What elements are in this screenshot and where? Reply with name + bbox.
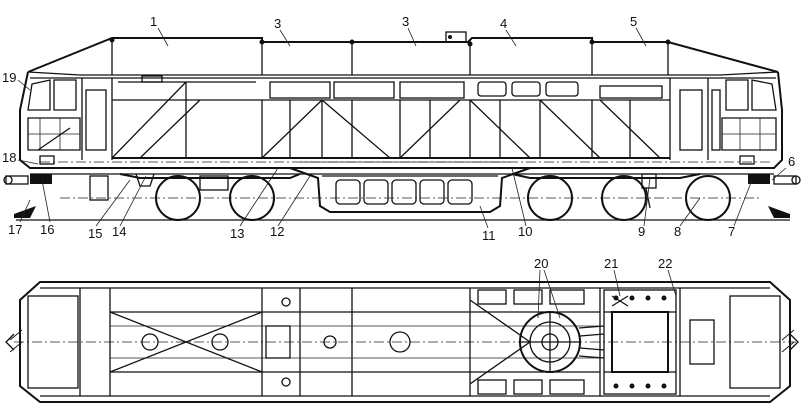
callout-3: 3	[274, 16, 281, 31]
left-coupler	[3, 155, 55, 218]
body-truss	[111, 75, 670, 159]
callout-22: 22	[658, 256, 672, 271]
pivot-assembly	[519, 311, 605, 373]
callout-17: 17	[8, 222, 22, 237]
roof-eave	[27, 71, 779, 76]
plan-outline	[19, 281, 791, 403]
plan-view	[5, 281, 799, 403]
callout-5: 5	[630, 14, 637, 29]
left-bogie	[89, 173, 301, 221]
callout-15: 15	[88, 226, 102, 241]
leader-lines	[17, 27, 787, 319]
callout-9: 9	[638, 224, 645, 239]
callout-21: 21	[604, 256, 618, 271]
carbody-outline	[19, 71, 783, 169]
callout-1: 1	[150, 14, 157, 29]
right-cab	[679, 79, 777, 151]
roof-outline	[27, 37, 779, 73]
callout-18: 18	[2, 150, 16, 165]
callout-8: 8	[674, 224, 681, 239]
callout-3: 3	[402, 14, 409, 29]
callouts: 1 3 3 4 5 19 18 6 17 16 15 14 13 12 11 1…	[2, 14, 795, 271]
right-coupler	[739, 155, 801, 218]
callout-14: 14	[112, 224, 126, 239]
fuel-tank	[289, 167, 531, 213]
callout-19: 19	[2, 70, 16, 85]
underframe	[30, 161, 774, 175]
callout-11: 11	[482, 228, 496, 243]
callout-10: 10	[518, 224, 532, 239]
callout-20: 20	[534, 256, 548, 271]
callout-6: 6	[788, 154, 795, 169]
callout-13: 13	[230, 226, 244, 241]
callout-4: 4	[500, 16, 507, 31]
callout-12: 12	[270, 224, 284, 239]
callout-16: 16	[40, 222, 54, 237]
side-view	[3, 31, 801, 221]
roof-panels	[109, 31, 671, 75]
left-cab	[27, 79, 107, 151]
right-bogie	[511, 173, 731, 221]
callout-7: 7	[728, 224, 735, 239]
right-bogie-plan	[603, 289, 715, 395]
